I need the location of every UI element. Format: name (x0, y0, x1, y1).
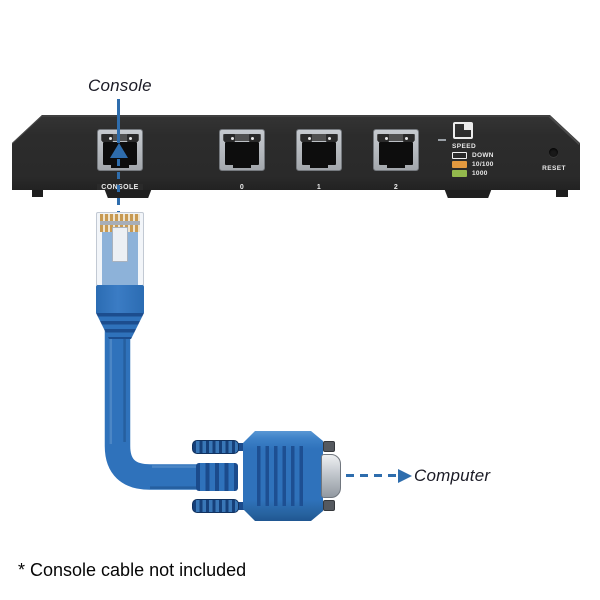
rj45-plug-contact-bar (100, 221, 140, 225)
console-dashed-line (117, 159, 120, 212)
speed-port-icon (453, 122, 473, 139)
legend-swatch-1000 (452, 170, 467, 177)
legend-swatch-down (452, 152, 467, 159)
port-notch (111, 164, 129, 168)
console-callout-label: Console (88, 76, 152, 95)
port-clip-left (102, 134, 113, 142)
port-led-dot (307, 136, 311, 140)
device-top-edge (42, 115, 550, 117)
computer-dashed-line (346, 474, 398, 477)
port-led-dot (384, 136, 388, 140)
footnote: * Console cable not included (18, 560, 247, 580)
legend-swatch-10-100 (452, 161, 467, 168)
rj45-jack-icon (373, 129, 419, 171)
db9-screw-bottom (323, 500, 335, 511)
cable-path (104, 330, 205, 490)
port-notch (387, 164, 405, 168)
computer-callout-label: Computer (414, 466, 491, 485)
port-led-dot (128, 136, 132, 140)
db9-screw-top (323, 441, 335, 452)
port-contact-strip (300, 134, 338, 141)
device-foot-left (32, 188, 43, 197)
speed-port-icon-tab (464, 124, 471, 130)
db9-connector-ribs (257, 446, 303, 506)
port-notch (233, 164, 251, 168)
eth-port-2: 2 (373, 129, 419, 191)
cable-boot (96, 285, 144, 313)
port-opening (302, 142, 336, 165)
computer-arrow-right-icon (398, 469, 412, 483)
separator-dash (438, 139, 446, 141)
eth-port-2-label: 2 (393, 184, 399, 191)
port-opening (225, 142, 259, 165)
legend-label-down: DOWN (472, 151, 494, 159)
thumbscrew-top-icon (192, 440, 239, 454)
eth-port-1: 1 (296, 129, 342, 191)
eth-port-0: 0 (219, 129, 265, 191)
port-clip-right (403, 134, 414, 142)
thumbscrew-bottom-icon (192, 499, 239, 513)
device-tab-left (104, 188, 152, 198)
port-contact-strip (223, 134, 261, 141)
port-led-dot (230, 136, 234, 140)
eth-port-0-label: 0 (239, 184, 245, 191)
port-clip-right (127, 134, 138, 142)
port-led-dot (404, 136, 408, 140)
db9-connector-icon (243, 431, 323, 521)
legend-label-1000: 1000 (472, 169, 488, 177)
eth-port-1-label: 1 (316, 184, 322, 191)
device-foot-right (556, 188, 568, 197)
port-clip-right (249, 134, 260, 142)
cable-strain-relief (196, 463, 238, 491)
port-clip-left (301, 134, 312, 142)
device-tab-right (444, 188, 492, 198)
port-led-dot (250, 136, 254, 140)
port-led-dot (327, 136, 331, 140)
console-arrow-up-icon (110, 143, 128, 158)
port-clip-left (224, 134, 235, 142)
port-contact-strip (377, 134, 415, 141)
rj45-jack-icon (219, 129, 265, 171)
db9-metal-face (321, 454, 341, 498)
port-notch (310, 164, 328, 168)
port-clip-right (326, 134, 337, 142)
rj45-jack-icon (296, 129, 342, 171)
legend-label-10-100: 10/100 (472, 160, 494, 168)
port-clip-left (378, 134, 389, 142)
rj45-plug-latch (112, 227, 128, 262)
rj45-plug-icon (96, 212, 144, 286)
port-led-dot (108, 136, 112, 140)
port-contact-strip (101, 134, 139, 141)
reset-button-icon (549, 148, 558, 157)
port-opening (379, 142, 413, 165)
speed-title: SPEED (452, 143, 477, 150)
console-pointer-line (117, 99, 120, 143)
reset-label: RESET (542, 165, 566, 172)
